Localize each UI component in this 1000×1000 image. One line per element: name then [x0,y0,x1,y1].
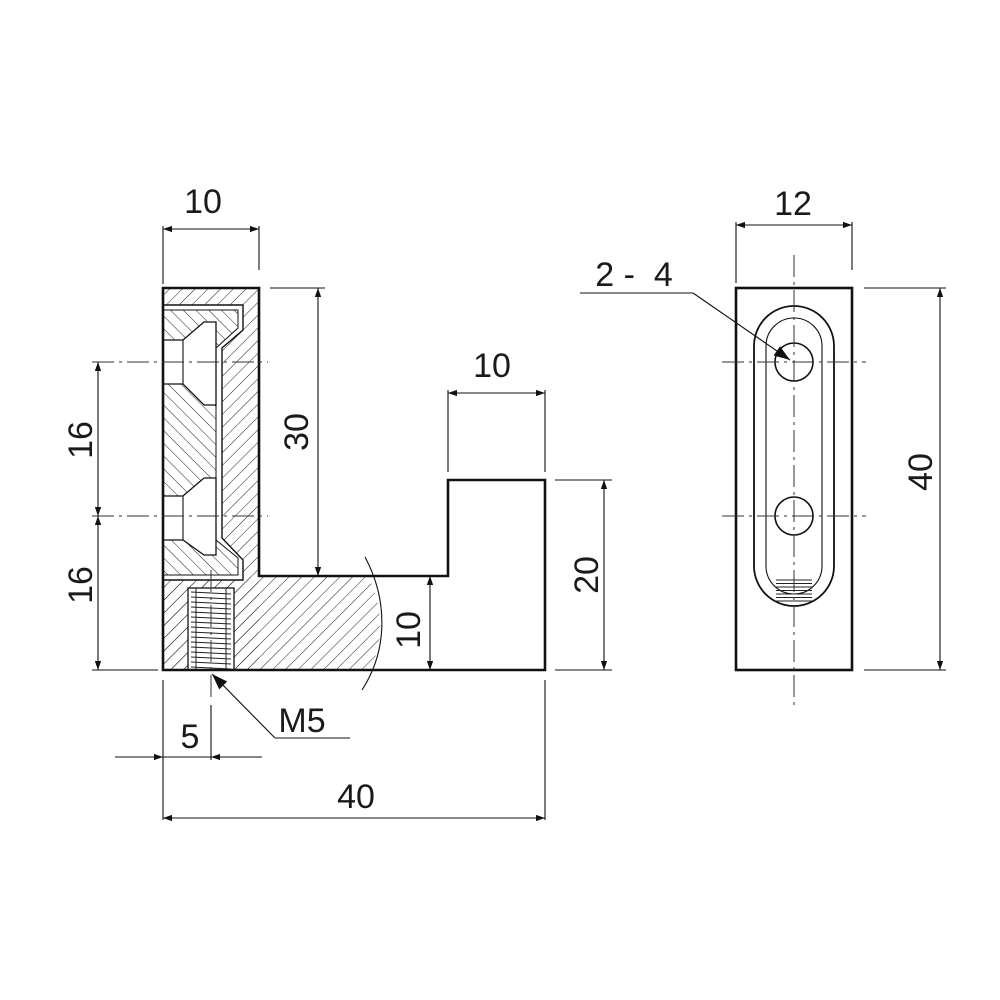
front-view: 10 16 16 30 10 20 10 5 40 M5 [62,183,612,822]
dim-hole-spacing-lower: 16 [62,566,100,604]
dim-upright-width: 10 [473,347,511,385]
thread-line [190,636,232,640]
thread-line [190,591,232,595]
countersink-upper [162,321,217,406]
thread-label: M5 [278,702,325,740]
dim-total-length: 40 [337,778,375,816]
thread-line [190,661,232,665]
thread-line [190,626,232,630]
dim-base-thickness: 10 [390,611,428,649]
dim-arm-height: 30 [278,413,316,451]
dim-side-height: 40 [902,453,940,491]
dim-thread-offset: 5 [181,718,200,756]
dim-top-width: 10 [184,183,222,221]
thread-line [190,601,232,605]
hole-callout: 2 - 4 [595,256,672,294]
dim-hole-spacing-upper: 16 [62,421,100,459]
dim-upright-height: 20 [568,556,606,594]
bracket-outline [161,286,547,672]
side-view: 12 40 2 - 4 [580,185,946,710]
dim-side-width: 12 [774,185,812,223]
